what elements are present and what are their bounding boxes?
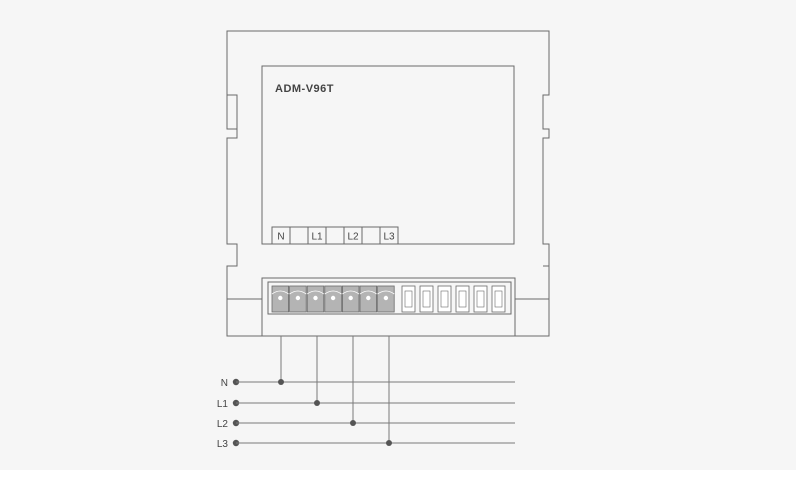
empty-slot — [401, 285, 416, 313]
bus-label: L3 — [217, 439, 229, 450]
terminal-arch — [377, 290, 395, 295]
terminal-arch — [324, 290, 342, 295]
terminal-arch — [306, 290, 325, 295]
terminal-dot — [330, 295, 336, 301]
empty-slot-inner — [458, 290, 467, 308]
bus-label: N — [221, 378, 228, 389]
junction-node — [386, 440, 392, 446]
terminal-dot — [348, 295, 353, 301]
terminal-arch — [342, 290, 360, 295]
empty-slot — [455, 285, 470, 313]
empty-slot — [473, 285, 488, 313]
terminal-dot — [295, 295, 301, 301]
empty-terminal-slots — [401, 285, 506, 313]
empty-slot — [419, 285, 434, 313]
empty-slot-inner — [476, 290, 485, 308]
terminal-label-strip: N L1 L2 L3 — [271, 226, 399, 245]
empty-slot-inner — [422, 290, 431, 308]
terminal-arch — [289, 290, 307, 295]
terminal-connector-housing — [267, 281, 512, 315]
empty-slot — [491, 285, 506, 313]
housing-right-edge — [542, 94, 549, 130]
terminal-dot — [313, 295, 318, 301]
terminal-label: N — [277, 232, 284, 243]
terminal-label: L2 — [347, 232, 359, 243]
terminal-label: L1 — [311, 232, 323, 243]
bus-label: L2 — [217, 419, 229, 430]
housing-left-edge — [227, 94, 238, 130]
junction-node — [278, 379, 284, 385]
terminal-dot — [383, 295, 389, 301]
terminal-arch — [271, 290, 289, 295]
terminal-label: L3 — [383, 232, 395, 243]
label-cell — [379, 226, 399, 245]
terminal-dot — [278, 295, 283, 301]
empty-slot-inner — [494, 290, 503, 308]
terminal-connectors — [271, 285, 395, 313]
model-label: ADM-V96T — [275, 83, 334, 95]
junction-node — [314, 400, 320, 406]
empty-slot — [437, 285, 452, 313]
terminal-dot — [366, 295, 371, 301]
empty-slot-inner — [404, 290, 413, 308]
empty-slot-inner — [440, 290, 449, 308]
bus-label: L1 — [217, 399, 229, 410]
terminal-arch — [359, 290, 377, 295]
wires — [280, 336, 390, 443]
junction-node — [350, 420, 356, 426]
